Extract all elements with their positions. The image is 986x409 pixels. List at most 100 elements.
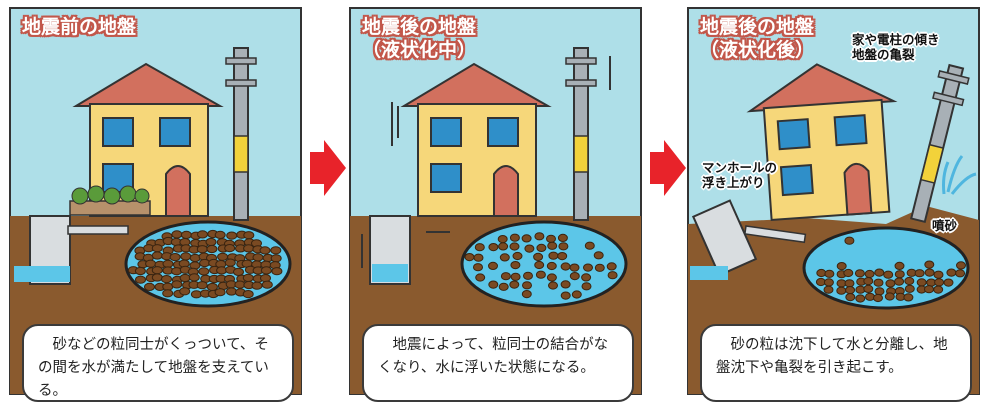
utility-pole xyxy=(565,47,597,221)
sand-grain xyxy=(594,263,605,272)
sand-grain xyxy=(894,277,905,286)
sand-grain xyxy=(883,270,894,279)
sand-grain xyxy=(510,272,521,281)
sand-grain xyxy=(243,231,255,240)
caption-text: 砂の粒は沈下して水と分離し、地盤沈下や亀裂を引き起こす。 xyxy=(716,337,948,376)
sand-grain xyxy=(547,241,558,250)
sand-grain xyxy=(874,287,885,296)
sand-grain xyxy=(956,261,966,270)
utility-pole xyxy=(225,47,257,221)
sand-grain xyxy=(865,292,875,301)
sand-grain xyxy=(197,230,208,239)
sand-grain xyxy=(581,273,592,282)
sand-grain xyxy=(206,282,218,292)
panel-title: 地震後の地盤 （液状化中） xyxy=(362,16,477,61)
sand-grain xyxy=(916,278,927,287)
sand-grain xyxy=(836,262,847,271)
sand-grain xyxy=(134,266,146,276)
sand-grain xyxy=(226,287,237,296)
sand-grain xyxy=(934,278,945,287)
sand-grain xyxy=(242,273,254,282)
sand-grain xyxy=(251,281,263,290)
sand-grain xyxy=(557,233,568,242)
sand-grain xyxy=(473,263,483,272)
sand-grain xyxy=(546,234,556,243)
sand-grain xyxy=(581,282,592,291)
sand-grain xyxy=(151,273,163,282)
caption-box: 砂の粒は沈下して水と分離し、地盤沈下や亀裂を引き起こす。 xyxy=(700,324,972,402)
house xyxy=(746,63,898,221)
sand-grain xyxy=(593,251,604,260)
manhole-label: マンホールの 浮き上がり xyxy=(702,160,778,190)
sand-grain xyxy=(171,230,183,239)
manhole xyxy=(691,199,758,277)
sand-grain xyxy=(261,280,273,289)
sand-grain xyxy=(161,275,172,284)
sand-grain xyxy=(199,258,211,268)
sand-grain xyxy=(836,286,847,295)
sand-grain xyxy=(569,272,580,281)
sand-grain xyxy=(521,234,532,243)
sand-grain xyxy=(873,293,883,303)
sand-grain xyxy=(914,269,925,278)
sand-grain xyxy=(214,288,226,297)
caption-text: 砂などの粒同士がくっついて、その間を水が満たして地盤を支えている。 xyxy=(38,337,269,399)
panel-before: 地震前の地盤 砂などの粒同士がくっついて、その間を水が満たして地盤を支えている。 xyxy=(8,6,303,402)
sand-grain xyxy=(933,285,944,294)
arrow-right-icon xyxy=(650,140,686,196)
sand-grain xyxy=(188,273,200,282)
sand-grain xyxy=(845,293,856,302)
sand-grain xyxy=(510,261,521,270)
sand-grain xyxy=(904,276,915,286)
sand-grain xyxy=(534,232,545,241)
sand-grain xyxy=(894,261,905,270)
sand-grain xyxy=(894,270,905,279)
sand-grain xyxy=(500,272,511,281)
sand-grain xyxy=(512,251,523,261)
sand-grain xyxy=(924,268,935,277)
sand-grain xyxy=(464,253,475,262)
sand-grain xyxy=(475,273,486,282)
sand-grain xyxy=(533,252,544,261)
sand-grain xyxy=(180,230,192,239)
sand-grain xyxy=(171,280,183,289)
sand-grain xyxy=(903,293,914,302)
caption-box: 砂などの粒同士がくっついて、その間を水が満たして地盤を支えている。 xyxy=(22,324,294,402)
sand-grain xyxy=(548,251,559,260)
sand-grain xyxy=(873,278,884,287)
sand-grain xyxy=(205,237,217,247)
sand-grain xyxy=(252,253,264,262)
sand-grain xyxy=(259,246,271,255)
sand-grain xyxy=(242,290,254,299)
house xyxy=(400,62,552,217)
sand-grain xyxy=(943,278,954,287)
sand-grain xyxy=(196,281,208,290)
sand-grain xyxy=(180,252,192,261)
sand-grain xyxy=(524,244,535,253)
sand-grain xyxy=(217,252,229,261)
sand-grain xyxy=(214,230,226,239)
sand-grain xyxy=(179,273,191,283)
sand-grain xyxy=(844,236,855,245)
sand-grain xyxy=(198,267,210,276)
sand-grain xyxy=(535,270,546,279)
sand-grain xyxy=(233,267,244,276)
sand-grain xyxy=(260,274,271,283)
sand-grain xyxy=(548,281,558,290)
sand-grain xyxy=(196,245,208,254)
sand-grain xyxy=(933,270,944,279)
sand-grain xyxy=(904,284,915,293)
sand-grain xyxy=(162,289,174,298)
sand-grain xyxy=(823,285,834,294)
sand-grain xyxy=(955,269,966,278)
sand-grain xyxy=(270,254,282,263)
sand-grain xyxy=(546,273,557,282)
sand-grain xyxy=(497,235,508,244)
sand-grain xyxy=(488,280,499,289)
sand-grain xyxy=(560,262,571,271)
sand-grain xyxy=(474,243,485,252)
sand-grain xyxy=(569,263,580,272)
sand-grain xyxy=(843,268,854,278)
sand-grain xyxy=(523,271,533,280)
sand-grain xyxy=(224,244,236,253)
